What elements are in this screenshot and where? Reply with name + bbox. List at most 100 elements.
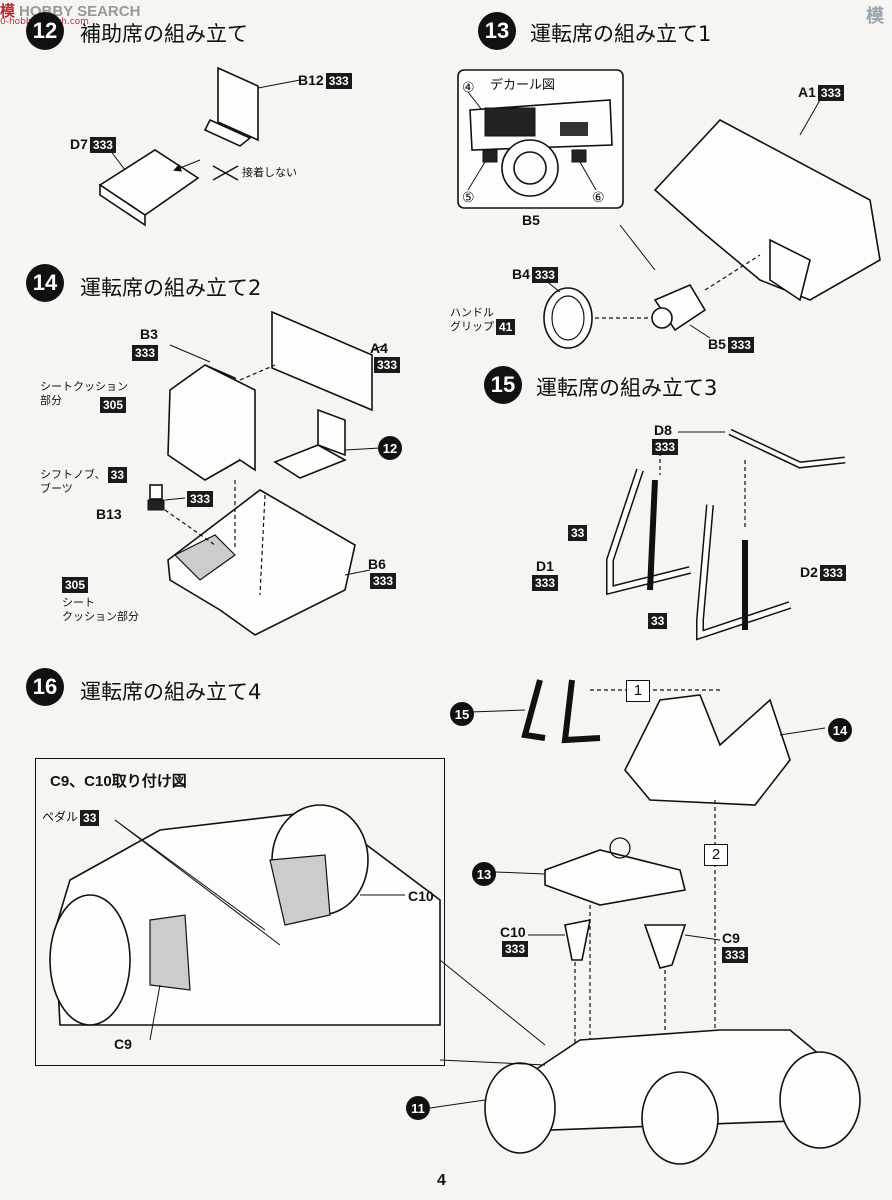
handle-grip-line2: グリップ	[450, 320, 494, 333]
label-b3: B3	[140, 326, 158, 342]
part-a1-drawing	[653, 99, 881, 302]
seat-label-2a: シート	[62, 596, 95, 609]
label-b12-text: B12	[298, 72, 324, 88]
ref-12-badge: 12	[378, 436, 402, 460]
step-15-number: 15	[490, 372, 516, 397]
color-code: 333	[502, 941, 529, 958]
ref-15-badge: 15	[450, 702, 474, 726]
color-code-33: 33	[648, 613, 668, 630]
color-code-305: 305	[62, 577, 89, 594]
label-d1-color: 333	[530, 574, 559, 592]
part-d7-drawing	[98, 149, 239, 227]
label-b6-color: 333	[368, 572, 397, 590]
part-ref12-seat-drawing	[273, 408, 381, 479]
ref11-vehicle-drawing	[429, 1029, 861, 1165]
ref-11-badge: 11	[406, 1096, 430, 1120]
c10-c9-parts-drawing	[528, 918, 721, 1055]
step-14-title: 運転席の組み立て2	[80, 276, 262, 300]
color-code-33: 33	[80, 809, 100, 826]
shift-knob-text: シフトノブ、	[40, 468, 106, 481]
part-b4-drawing	[543, 279, 650, 349]
step-12-title: 補助席の組み立て	[80, 22, 248, 46]
label-b5-under-decal: B5	[522, 212, 540, 228]
label-b6: B6	[368, 556, 386, 572]
color-code: 333	[722, 947, 749, 964]
seat-cushion-label: シートクッション	[40, 380, 128, 393]
pedal-text: ペダル	[42, 810, 79, 824]
page-number: 4	[437, 1172, 446, 1189]
ref-15-number: 15	[454, 706, 470, 722]
decal-diagram-title: デカール図	[490, 78, 556, 93]
step-arrow-1: 1	[626, 680, 650, 702]
color-305-b: 305	[60, 576, 89, 594]
part-a4-drawing	[271, 310, 386, 412]
color-code-305: 305	[100, 397, 127, 414]
ref15-drawing	[469, 679, 720, 744]
part-d2-drawing	[696, 460, 792, 641]
label-d1: D1	[536, 558, 554, 574]
ref-13-badge: 13	[472, 862, 496, 886]
part-b12-drawing	[203, 66, 301, 147]
ref-11-number: 11	[411, 1100, 425, 1116]
ref14-drawing	[624, 694, 826, 1050]
label-c9-inset: C9	[114, 1036, 132, 1052]
color-code: 333	[132, 345, 159, 362]
label-a4: A4	[370, 340, 388, 356]
handle-grip-line1: ハンドル	[450, 306, 494, 319]
decal-5: ⑤	[462, 190, 475, 206]
step-16-title: 運転席の組み立て4	[80, 680, 262, 704]
label-b13: B13	[96, 506, 122, 522]
color-code: 333	[819, 565, 846, 582]
step-12-number: 12	[32, 18, 58, 43]
step-15-badge: 15	[484, 366, 522, 404]
color-code: 333	[374, 357, 401, 374]
color-code: 333	[531, 267, 558, 284]
ref-12-number: 12	[382, 440, 398, 456]
label-a4-color: 333	[372, 356, 401, 374]
color-code: 333	[325, 73, 352, 90]
step-16-badge: 16	[26, 668, 64, 706]
step-15-title: 運転席の組み立て3	[536, 376, 718, 400]
ref-14-badge: 14	[828, 718, 852, 742]
shift-knob-label: シフトノブ、33	[40, 466, 128, 483]
part-b13-drawing	[147, 484, 186, 511]
decal-6: ⑥	[592, 190, 605, 206]
inset-drawing	[49, 804, 441, 1041]
handle-grip-label: ハンドル	[450, 304, 494, 320]
ref13-drawing	[494, 837, 686, 1055]
no-glue-note: 接着しない	[242, 166, 297, 179]
seat-cushion-label-2: 部分	[40, 394, 62, 407]
color-33-a: 33	[566, 524, 588, 542]
step-14-number: 14	[32, 270, 58, 295]
label-d7-text: D7	[70, 136, 88, 152]
label-b5-text: B5	[708, 336, 726, 352]
watermark-right: 模	[866, 6, 884, 27]
part-d8-drawing	[678, 428, 846, 469]
color-305: 305	[98, 396, 127, 414]
decal-4: ④	[462, 80, 475, 96]
label-c10-color: 333	[500, 940, 529, 958]
inset-title: C9、C10取り付け図	[50, 773, 187, 790]
watermark-brand: 模	[0, 3, 16, 20]
label-b13-color: 333	[185, 490, 214, 508]
ref-13-number: 13	[476, 866, 492, 882]
inset-frame	[35, 758, 445, 1066]
color-code: 333	[817, 85, 844, 102]
label-c9-color: 333	[720, 946, 749, 964]
label-d8-color: 333	[650, 438, 679, 456]
color-code-33: 33	[107, 467, 128, 483]
part-b3-drawing	[167, 344, 276, 481]
color-code: 333	[727, 337, 754, 354]
label-d8: D8	[654, 422, 672, 438]
label-c9: C9	[722, 930, 740, 946]
label-b3-color: 333	[130, 344, 159, 362]
decal-diagram-drawing	[457, 69, 624, 209]
